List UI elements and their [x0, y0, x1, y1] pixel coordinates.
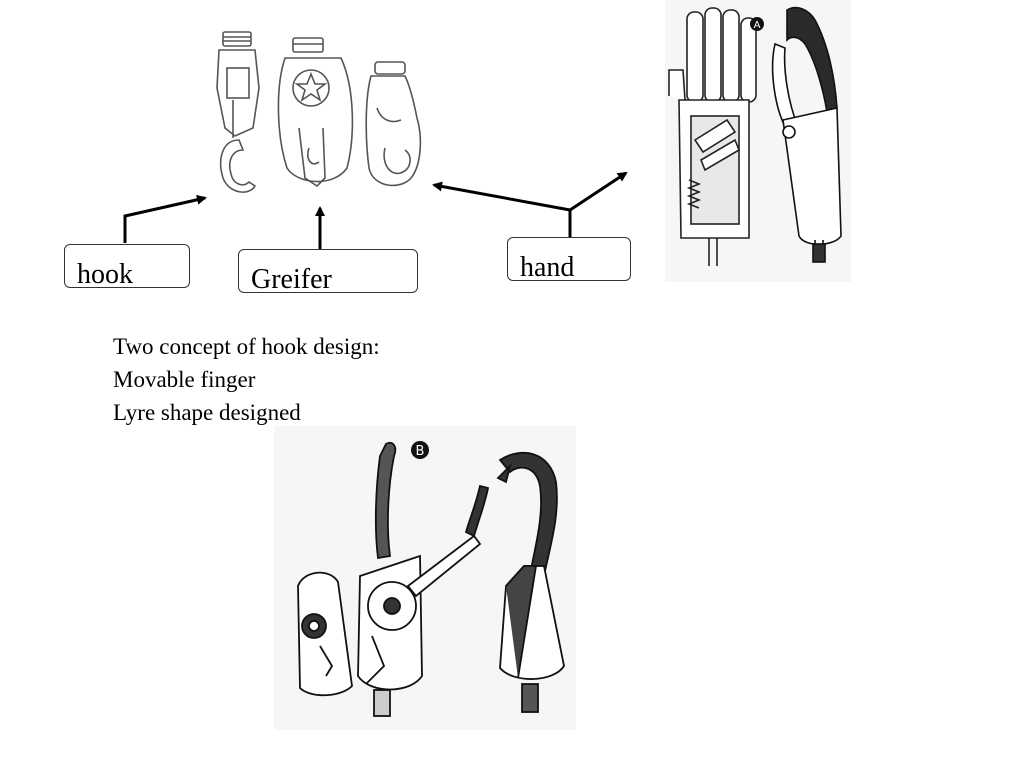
figure-mark-b: B [411, 441, 429, 459]
prosthetic-hand-drawing [668, 7, 757, 266]
side-hook-drawing [771, 6, 842, 263]
greifer-label-box: Greifer [238, 249, 418, 295]
hand-arrow-right [569, 171, 628, 212]
hand-device-drawing [365, 61, 422, 187]
terminal-devices-illustration [205, 28, 435, 203]
illustration-a: A [665, 0, 851, 282]
greifer-device-drawing [277, 37, 354, 188]
hook-label-box: hook [64, 244, 190, 290]
mechanism-drawing [357, 441, 490, 717]
greifer-label: Greifer [251, 264, 332, 295]
closed-hook-drawing [496, 452, 565, 713]
hand-label: hand [520, 252, 575, 283]
cover-plate-drawing [297, 571, 353, 697]
svg-text:A: A [754, 20, 761, 31]
notes-line-2: Movable finger [113, 367, 256, 392]
figure-mark-a: A [750, 17, 764, 31]
notes-text: Two concept of hook design: Movable fing… [113, 330, 380, 429]
notes-line-3: Lyre shape designed [113, 400, 301, 425]
hook-arrow [123, 194, 207, 243]
hand-label-box: hand [507, 237, 631, 283]
hook-device-drawing [216, 31, 260, 193]
connector-arrows [123, 171, 628, 249]
hand-arrow-left [432, 181, 571, 212]
notes-line-1: Two concept of hook design: [113, 334, 380, 359]
svg-text:B: B [416, 444, 425, 459]
hook-label: hook [77, 259, 133, 290]
illustration-b: B [274, 426, 576, 730]
